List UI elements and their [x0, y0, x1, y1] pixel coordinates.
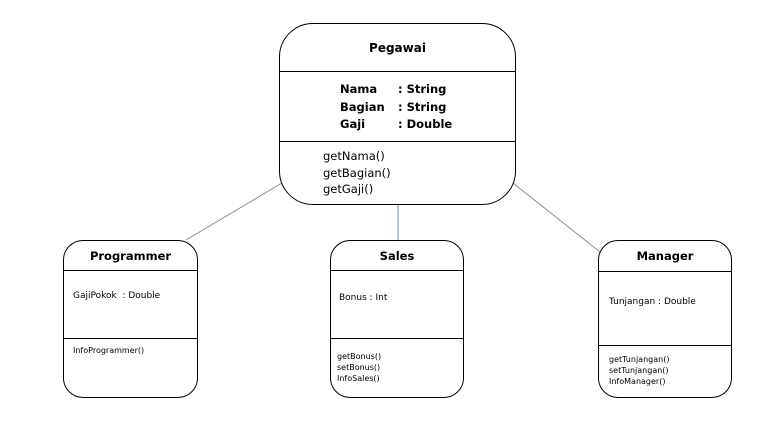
class-programmer[interactable]: Programmer GajiPokok : Double InfoProgra…: [63, 240, 198, 398]
attribute-row: Bonus : Int: [339, 293, 388, 303]
class-name: Sales: [331, 241, 463, 271]
method-list: getTunjangan() setTunjangan() InfoManage…: [599, 346, 731, 387]
method: getBagian(): [323, 165, 391, 180]
method: setTunjangan(): [609, 366, 669, 375]
attribute-row: Tunjangan : Double: [609, 297, 696, 307]
method-list: InfoProgrammer(): [64, 339, 197, 356]
link-manager-pegawai: [512, 182, 601, 253]
attribute-row: GajiPokok : Double: [73, 291, 161, 301]
class-name: Programmer: [64, 241, 197, 271]
attribute-row: Gaji : Double: [340, 116, 515, 134]
method-list: getNama() getBagian() getGaji(): [280, 142, 515, 198]
attribute-row: Bagian : String: [340, 99, 515, 117]
method: getNama(): [323, 149, 385, 163]
method: InfoSales(): [337, 374, 380, 383]
method: getBonus(): [337, 352, 382, 361]
attribute-list: GajiPokok : Double: [64, 271, 197, 339]
attribute-type: : String: [398, 82, 447, 96]
attribute-name: Nama: [340, 82, 378, 96]
attribute-type: : Double: [398, 117, 453, 131]
class-manager[interactable]: Manager Tunjangan : Double getTunjangan(…: [598, 240, 732, 398]
attribute-list: Tunjangan : Double: [599, 272, 731, 346]
class-name: Pegawai: [280, 24, 515, 72]
method-list: getBonus() setBonus() InfoSales(): [331, 339, 463, 384]
attribute-list: Nama : String Bagian : String Gaji : Dou…: [280, 72, 515, 142]
attribute-name: Gaji: [340, 117, 366, 131]
class-sales[interactable]: Sales Bonus : Int getBonus() setBonus() …: [330, 240, 464, 398]
method: setBonus(): [337, 363, 381, 372]
attribute-name: Bagian: [340, 99, 385, 114]
class-name: Manager: [599, 241, 731, 272]
attribute-list: Bonus : Int: [331, 271, 463, 339]
method: getGaji(): [323, 182, 374, 196]
attribute-row: Nama : String: [340, 81, 515, 99]
method: InfoProgrammer(): [73, 346, 145, 355]
attribute-type: : String: [398, 99, 447, 114]
class-pegawai[interactable]: Pegawai Nama : String Bagian : String Ga…: [279, 23, 516, 205]
method: getTunjangan(): [609, 355, 670, 364]
method: InfoManager(): [609, 377, 666, 386]
link-programmer-pegawai: [185, 182, 283, 241]
